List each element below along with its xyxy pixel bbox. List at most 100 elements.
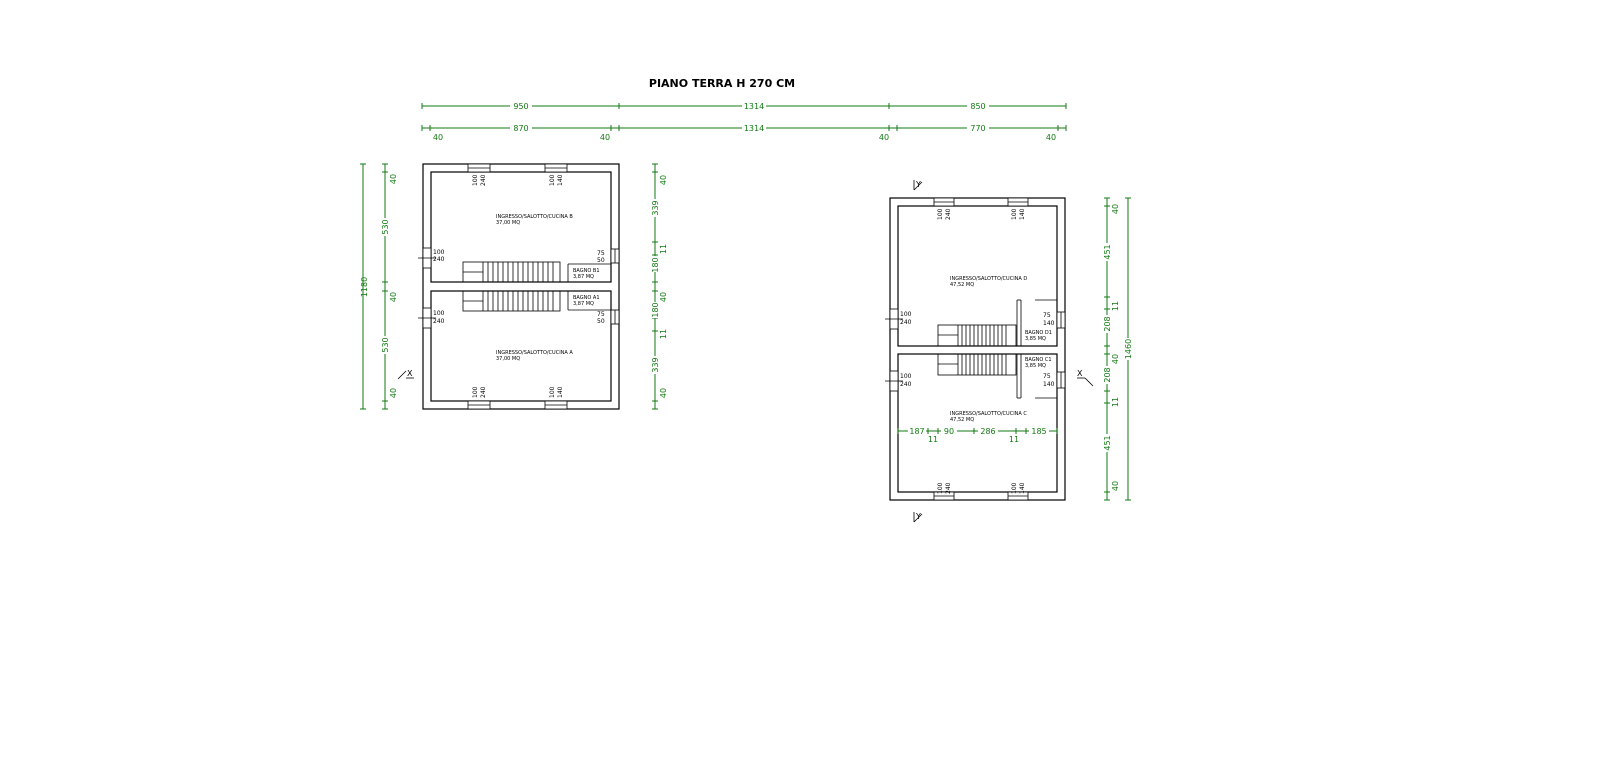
room-name: BAGNO A1 bbox=[573, 295, 600, 301]
section-mark-y: Y bbox=[915, 512, 921, 521]
right-building: 100 240 100 140 100 240 100 140 100 240 … bbox=[885, 180, 1094, 523]
opening-height: 240 bbox=[945, 208, 952, 220]
section-mark-x: X bbox=[407, 369, 413, 378]
opening-width: 100 bbox=[433, 310, 445, 317]
room-name: INGRESSO/SALOTTO/CUCINA C bbox=[950, 411, 1027, 417]
room-name: INGRESSO/SALOTTO/CUCINA D bbox=[950, 276, 1027, 282]
dim-label: 40 bbox=[600, 133, 610, 142]
dim-label: 40 bbox=[1111, 354, 1120, 364]
room-name: INGRESSO/SALOTTO/CUCINA B bbox=[496, 214, 573, 220]
opening-height: 240 bbox=[433, 318, 445, 325]
plan-title: PIANO TERRA H 270 CM bbox=[649, 77, 795, 90]
dim-label: 11 bbox=[1009, 435, 1019, 444]
room-area: 3,85 MQ bbox=[1025, 363, 1046, 369]
top-dimension-row-1: 950 1314 850 bbox=[421, 101, 1067, 111]
opening-width: 100 bbox=[900, 373, 912, 380]
left-building: 100 240 100 140 100 240 100 140 100 240 … bbox=[397, 163, 620, 410]
opening-width: 100 bbox=[433, 249, 445, 256]
room-area: 3,87 MQ bbox=[573, 274, 594, 280]
dim-label: 339 bbox=[651, 357, 660, 372]
opening-height: 240 bbox=[900, 319, 912, 326]
stair-lower bbox=[937, 353, 1017, 376]
opening-width: 100 bbox=[549, 386, 556, 398]
opening-height: 240 bbox=[480, 174, 487, 186]
opening-height: 140 bbox=[557, 174, 564, 186]
dim-label: 770 bbox=[970, 124, 985, 133]
top-dimension-row-2: 40 870 40 1314 40 770 40 bbox=[421, 123, 1067, 142]
opening-width: 100 bbox=[1011, 482, 1018, 494]
room-area: 3,87 MQ bbox=[573, 301, 594, 307]
room-name: BAGNO B1 bbox=[573, 268, 600, 274]
dim-label: 180 bbox=[651, 257, 660, 272]
dim-label: 451 bbox=[1103, 244, 1112, 259]
dim-label: 1314 bbox=[744, 102, 764, 111]
opening-width: 100 bbox=[900, 311, 912, 318]
left-building-dims-right: 40 339 11 180 40 180 11 339 40 bbox=[650, 163, 668, 410]
opening-height: 140 bbox=[1043, 381, 1055, 388]
dim-label: 1314 bbox=[744, 124, 764, 133]
dim-label: 208 bbox=[1103, 316, 1112, 331]
opening-height: 140 bbox=[557, 386, 564, 398]
stair-upper bbox=[462, 261, 561, 283]
dim-label: 40 bbox=[659, 292, 668, 302]
room-name: BAGNO C1 bbox=[1025, 357, 1052, 363]
room-area: 37,00 MQ bbox=[496, 356, 520, 362]
opening-width: 100 bbox=[937, 208, 944, 220]
left-building-dims-left: 1180 40 530 40 530 40 bbox=[360, 163, 398, 410]
opening-height: 50 bbox=[597, 257, 605, 264]
room-name: INGRESSO/SALOTTO/CUCINA A bbox=[496, 350, 573, 356]
dim-label: 40 bbox=[659, 388, 668, 398]
dim-label: 11 bbox=[928, 435, 938, 444]
room-area: 47,52 MQ bbox=[950, 282, 974, 288]
dim-label: 180 bbox=[651, 302, 660, 317]
opening-width: 100 bbox=[549, 174, 556, 186]
dim-label: 40 bbox=[879, 133, 889, 142]
section-mark-y: Y bbox=[915, 180, 921, 189]
dim-label: 40 bbox=[1046, 133, 1056, 142]
opening-width: 100 bbox=[1011, 208, 1018, 220]
dim-label: 1180 bbox=[360, 277, 369, 297]
opening-height: 140 bbox=[1019, 482, 1026, 494]
dim-label: 451 bbox=[1103, 435, 1112, 450]
room-area: 47,52 MQ bbox=[950, 417, 974, 423]
opening-width: 75 bbox=[1043, 312, 1051, 319]
dim-label: 40 bbox=[433, 133, 443, 142]
dim-label: 40 bbox=[659, 175, 668, 185]
dim-label: 187 bbox=[909, 427, 924, 436]
room-name: BAGNO D1 bbox=[1025, 330, 1052, 336]
opening-width: 100 bbox=[937, 482, 944, 494]
dim-label: 40 bbox=[389, 388, 398, 398]
opening-width: 100 bbox=[472, 386, 479, 398]
dim-label: 208 bbox=[1103, 367, 1112, 382]
opening-width: 100 bbox=[472, 174, 479, 186]
dim-label: 90 bbox=[944, 427, 954, 436]
room-area: 37,00 MQ bbox=[496, 220, 520, 226]
opening-height: 140 bbox=[1019, 208, 1026, 220]
dim-label: 850 bbox=[970, 102, 985, 111]
opening-height: 240 bbox=[945, 482, 952, 494]
room-area: 3,85 MQ bbox=[1025, 336, 1046, 342]
opening-width: 75 bbox=[1043, 373, 1051, 380]
dim-label: 11 bbox=[1111, 397, 1120, 407]
dim-label: 870 bbox=[513, 124, 528, 133]
opening-height: 240 bbox=[900, 381, 912, 388]
opening-height: 50 bbox=[597, 318, 605, 325]
dim-label: 530 bbox=[381, 219, 390, 234]
dim-label: 11 bbox=[659, 329, 668, 339]
right-building-dims-right: 40 451 11 208 40 208 11 451 40 1460 bbox=[1102, 197, 1133, 501]
opening-width: 75 bbox=[597, 250, 605, 257]
opening-width: 75 bbox=[597, 311, 605, 318]
dim-label: 11 bbox=[1111, 301, 1120, 311]
dim-label: 286 bbox=[980, 427, 995, 436]
inner-dimension-chain: 187 90 286 185 11 11 bbox=[897, 426, 1058, 444]
stair-upper bbox=[937, 324, 1017, 347]
opening-height: 240 bbox=[480, 386, 487, 398]
dim-label: 185 bbox=[1031, 427, 1046, 436]
dim-label: 950 bbox=[513, 102, 528, 111]
dim-label: 40 bbox=[1111, 481, 1120, 491]
dim-label: 1460 bbox=[1124, 339, 1133, 359]
dim-label: 40 bbox=[389, 174, 398, 184]
stair-lower bbox=[462, 290, 561, 312]
dim-label: 530 bbox=[381, 337, 390, 352]
